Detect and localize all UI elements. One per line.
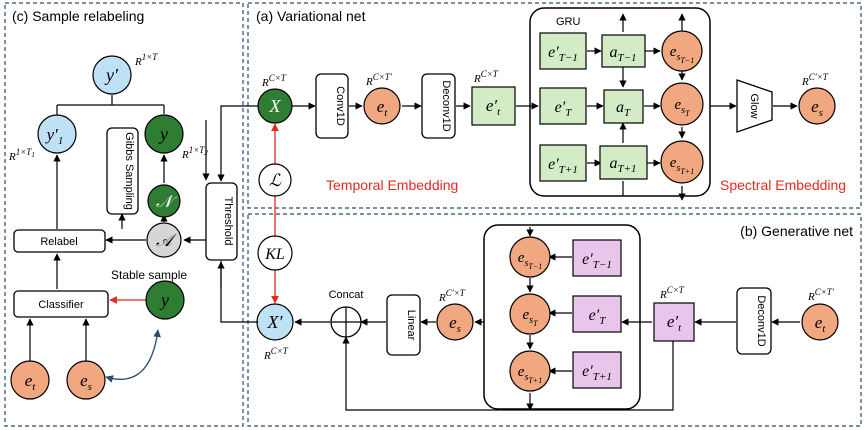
a-box-tminus1 [601, 34, 646, 68]
y1-superscript: R1×T1 [8, 147, 35, 163]
etp-node-bottom [653, 302, 695, 342]
es-circle-top-tplus1 [660, 140, 704, 184]
linear-label: Linear [405, 310, 417, 341]
Xp-superscript: RC×T [263, 346, 289, 362]
etp-box-bottom-t [572, 295, 622, 333]
y1-label: y′1 [45, 125, 64, 147]
es-superscript-bottom: RC′×T [438, 288, 466, 304]
gru-label: GRU [556, 16, 581, 28]
L-label: ℒ [269, 171, 282, 190]
deconv1d-label-bottom: Deconv1D [755, 295, 767, 346]
KL-node [257, 235, 293, 271]
es-circle-bottom-t [509, 293, 551, 335]
y-label-stable: y [159, 290, 169, 310]
et-node-relabel [10, 360, 50, 400]
es-label-top: es [811, 97, 823, 119]
etp-box-tplus1 [539, 144, 587, 182]
curved-arrow-es-y [105, 329, 161, 383]
relabel-block [13, 229, 106, 253]
etp-box-bottom-tplus1 [572, 351, 622, 389]
y-node-stable [145, 280, 185, 320]
y1-node [37, 114, 77, 154]
es-circle-bottom-tminus1 [509, 236, 551, 278]
conv1d-label: Conv1D [334, 86, 346, 126]
A-label: 𝒜 [156, 231, 177, 250]
yp-node [92, 55, 132, 95]
es-circle-bottom-tplus1 [509, 350, 551, 392]
spectral-embedding-label: Spectral Embedding [720, 177, 846, 193]
etp-box-bottom-tminus1 [572, 239, 622, 277]
gru-box-top [529, 7, 711, 197]
a-box-tplus1 [599, 145, 648, 180]
etp-superscript-bottom: RC×T [659, 285, 685, 301]
y-label-top: y [158, 124, 168, 144]
deconv1d-block-bottom [736, 287, 772, 355]
et-node-top [363, 87, 401, 125]
gru-box-bottom [483, 224, 641, 410]
glow-label: Glow [748, 93, 760, 118]
etp-superscript-top: RC×T [473, 69, 499, 85]
gibbs-label: Gibbs Sampling [123, 132, 135, 210]
panel-generative-title: (b) Generative net [740, 223, 853, 239]
threshold-block [205, 182, 238, 261]
es-label-bottom: es [449, 313, 461, 335]
et-label-bottom: et [815, 313, 827, 335]
temporal-embedding-label: Temporal Embedding [326, 177, 458, 193]
a-label-tminus1: aT−1 [609, 44, 636, 64]
panel-relabel-frame [4, 2, 244, 427]
A-node [146, 222, 182, 258]
a-box-t [603, 89, 644, 124]
et-label-relabel: et [25, 371, 37, 393]
X-label: X [269, 96, 282, 116]
classifier-label: Classifier [38, 299, 84, 311]
et-superscript-top: RC×T′ [365, 72, 393, 88]
glow-block [736, 79, 773, 133]
linear-block [386, 294, 421, 356]
es-node-top [798, 87, 836, 125]
N-node [147, 184, 181, 218]
yp-label: y′ [104, 65, 119, 85]
relabel-label: Relabel [40, 236, 77, 248]
KL-label: KL [264, 246, 285, 263]
threshold-label: Threshold [222, 197, 234, 246]
Xp-label: X′ [267, 312, 284, 332]
L-node [258, 163, 292, 197]
etp-box-tminus1 [539, 32, 587, 70]
stable-sample-label: Stable sample [111, 268, 187, 282]
es-node-relabel [66, 360, 106, 400]
conv1d-block [315, 73, 349, 139]
etp-box-t [539, 87, 587, 125]
deconv1d-block-top [421, 73, 456, 139]
et-node-bottom [801, 303, 839, 341]
es-superscript-top: RC′×T [801, 72, 829, 88]
yp-superscript: R1×T [134, 52, 158, 68]
y-node-top [144, 114, 184, 154]
y-superscript-top: R1×T2 [181, 145, 208, 161]
es-circle-top-t [660, 82, 704, 126]
deconv1d-label-top: Deconv1D [440, 80, 452, 131]
panel-generative-frame [247, 213, 862, 427]
gibbs-block [106, 127, 139, 215]
etp-node-top [471, 86, 516, 126]
classifier-block [13, 290, 109, 318]
es-label-relabel: es [80, 371, 92, 393]
es-node-bottom [436, 303, 474, 341]
et-label-top: et [377, 97, 389, 119]
es-circle-top-tminus1 [661, 30, 703, 72]
concat-label: Concat [329, 289, 364, 301]
panel-variational-title: (a) Variational net [256, 8, 366, 24]
et-superscript-bottom: RC×T′ [807, 287, 835, 303]
panel-relabel-title: (c) Sample relabeling [12, 8, 144, 24]
X-superscript: RC×T [261, 73, 287, 89]
